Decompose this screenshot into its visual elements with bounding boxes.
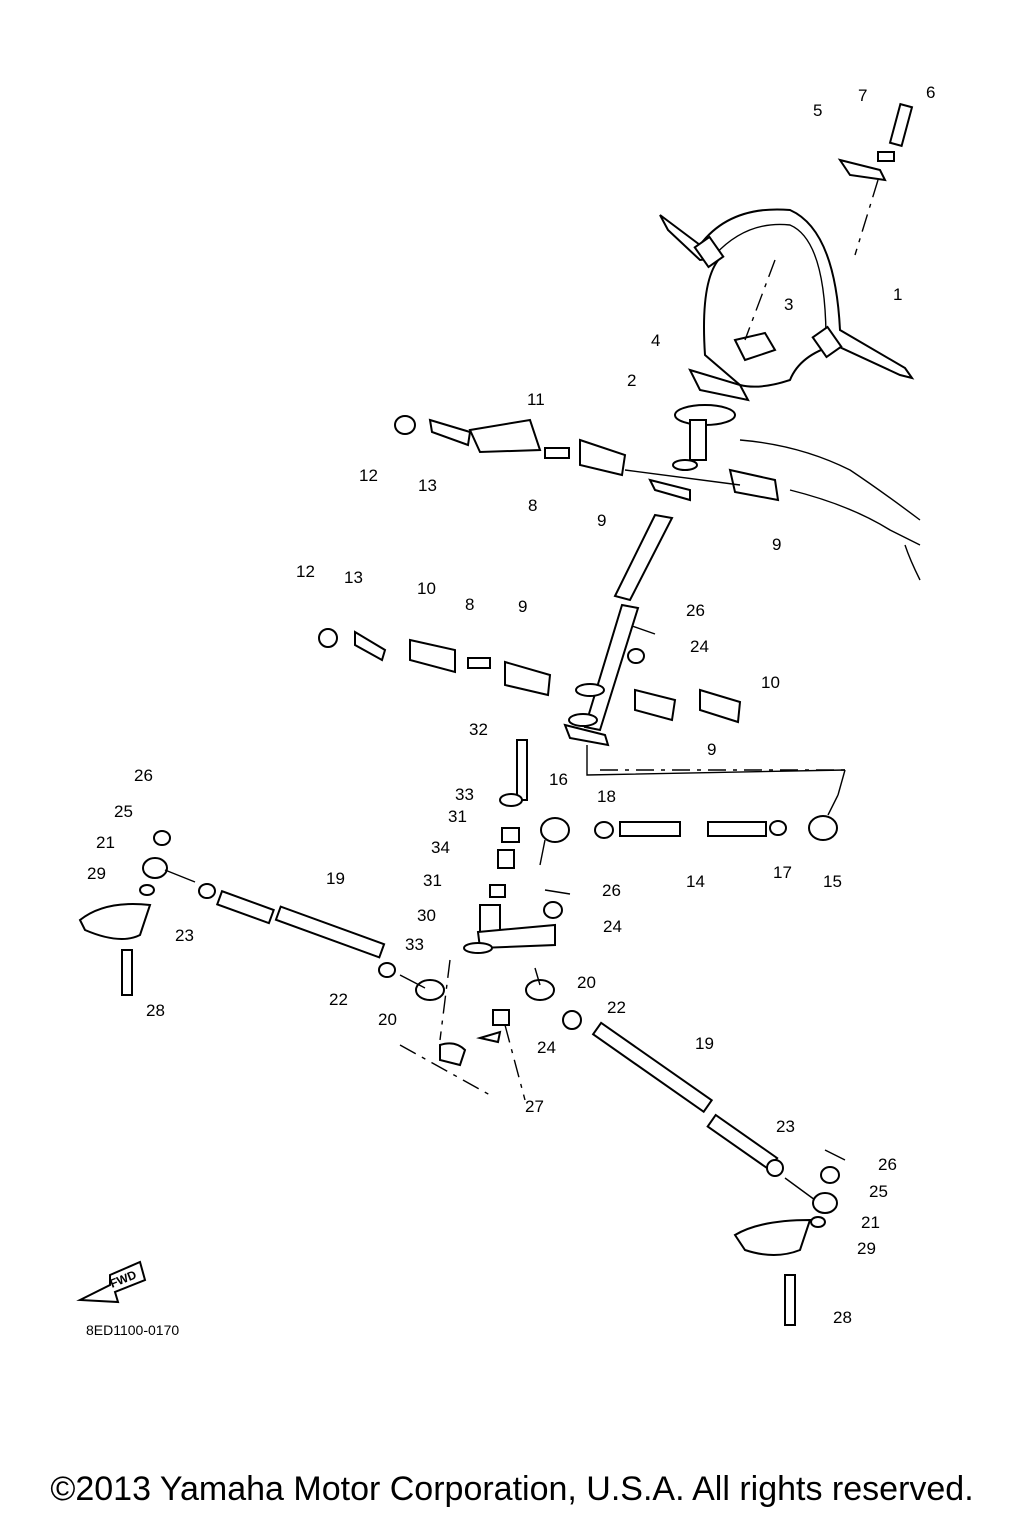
callout-33: 33 bbox=[405, 935, 424, 954]
callout-26: 26 bbox=[134, 766, 153, 785]
callout-9: 9 bbox=[707, 740, 716, 759]
copyright-notice: ©2013 Yamaha Motor Corporation, U.S.A. A… bbox=[50, 1470, 974, 1508]
callout-24: 24 bbox=[690, 637, 709, 656]
steering-column bbox=[563, 404, 736, 747]
upper-linkage bbox=[394, 415, 780, 502]
callout-22: 22 bbox=[329, 990, 348, 1009]
handlebar bbox=[659, 208, 915, 388]
callout-30: 30 bbox=[417, 906, 436, 925]
callout-8: 8 bbox=[528, 496, 537, 515]
callout-16: 16 bbox=[549, 770, 568, 789]
callout-21: 21 bbox=[861, 1213, 880, 1232]
frame-section bbox=[739, 439, 921, 581]
callout-33: 33 bbox=[455, 785, 474, 804]
callout-28: 28 bbox=[833, 1308, 852, 1327]
callout-25: 25 bbox=[869, 1182, 888, 1201]
callout-24: 24 bbox=[603, 917, 622, 936]
callout-19: 19 bbox=[326, 869, 345, 888]
callout-28: 28 bbox=[146, 1001, 165, 1020]
callout-15: 15 bbox=[823, 872, 842, 891]
callout-31: 31 bbox=[423, 871, 442, 890]
callout-8: 8 bbox=[465, 595, 474, 614]
callout-25: 25 bbox=[114, 802, 133, 821]
callout-12: 12 bbox=[296, 562, 315, 581]
callout-19: 19 bbox=[695, 1034, 714, 1053]
callout-31: 31 bbox=[448, 807, 467, 826]
callout-4: 4 bbox=[651, 331, 660, 350]
callout-10: 10 bbox=[417, 579, 436, 598]
callout-5: 5 bbox=[813, 101, 822, 120]
callout-26: 26 bbox=[602, 881, 621, 900]
callout-9: 9 bbox=[518, 597, 527, 616]
callout-26: 26 bbox=[686, 601, 705, 620]
callout-20: 20 bbox=[577, 973, 596, 992]
callout-17: 17 bbox=[773, 863, 792, 882]
callout-18: 18 bbox=[597, 787, 616, 806]
callout-9: 9 bbox=[772, 535, 781, 554]
callout-9: 9 bbox=[597, 511, 606, 530]
tie-rod-assembly bbox=[78, 739, 846, 1326]
callout-29: 29 bbox=[857, 1239, 876, 1258]
callout-13: 13 bbox=[344, 568, 363, 587]
callout-23: 23 bbox=[776, 1117, 795, 1136]
drawing-code: 8ED1100-0170 bbox=[86, 1322, 180, 1338]
callout-24: 24 bbox=[537, 1038, 556, 1057]
callout-7: 7 bbox=[858, 86, 867, 105]
callout-23: 23 bbox=[175, 926, 194, 945]
fwd-arrow-icon: FWD bbox=[76, 1260, 147, 1304]
callout-3: 3 bbox=[784, 295, 793, 314]
callout-6: 6 bbox=[926, 83, 935, 102]
handlebar-clamps bbox=[688, 102, 914, 402]
callout-1: 1 bbox=[893, 285, 902, 304]
callout-32: 32 bbox=[469, 720, 488, 739]
callout-13: 13 bbox=[418, 476, 437, 495]
callout-29: 29 bbox=[87, 864, 106, 883]
callout-26: 26 bbox=[878, 1155, 897, 1174]
callout-10: 10 bbox=[761, 673, 780, 692]
callout-27: 27 bbox=[525, 1097, 544, 1116]
callout-14: 14 bbox=[686, 872, 705, 891]
callout-34: 34 bbox=[431, 838, 450, 857]
callout-11: 11 bbox=[527, 390, 545, 409]
callout-2: 2 bbox=[627, 371, 636, 390]
callout-21: 21 bbox=[96, 833, 115, 852]
callout-20: 20 bbox=[378, 1010, 397, 1029]
middle-linkage bbox=[318, 625, 742, 724]
callout-22: 22 bbox=[607, 998, 626, 1017]
callout-12: 12 bbox=[359, 466, 378, 485]
assembly-guides bbox=[586, 745, 846, 796]
